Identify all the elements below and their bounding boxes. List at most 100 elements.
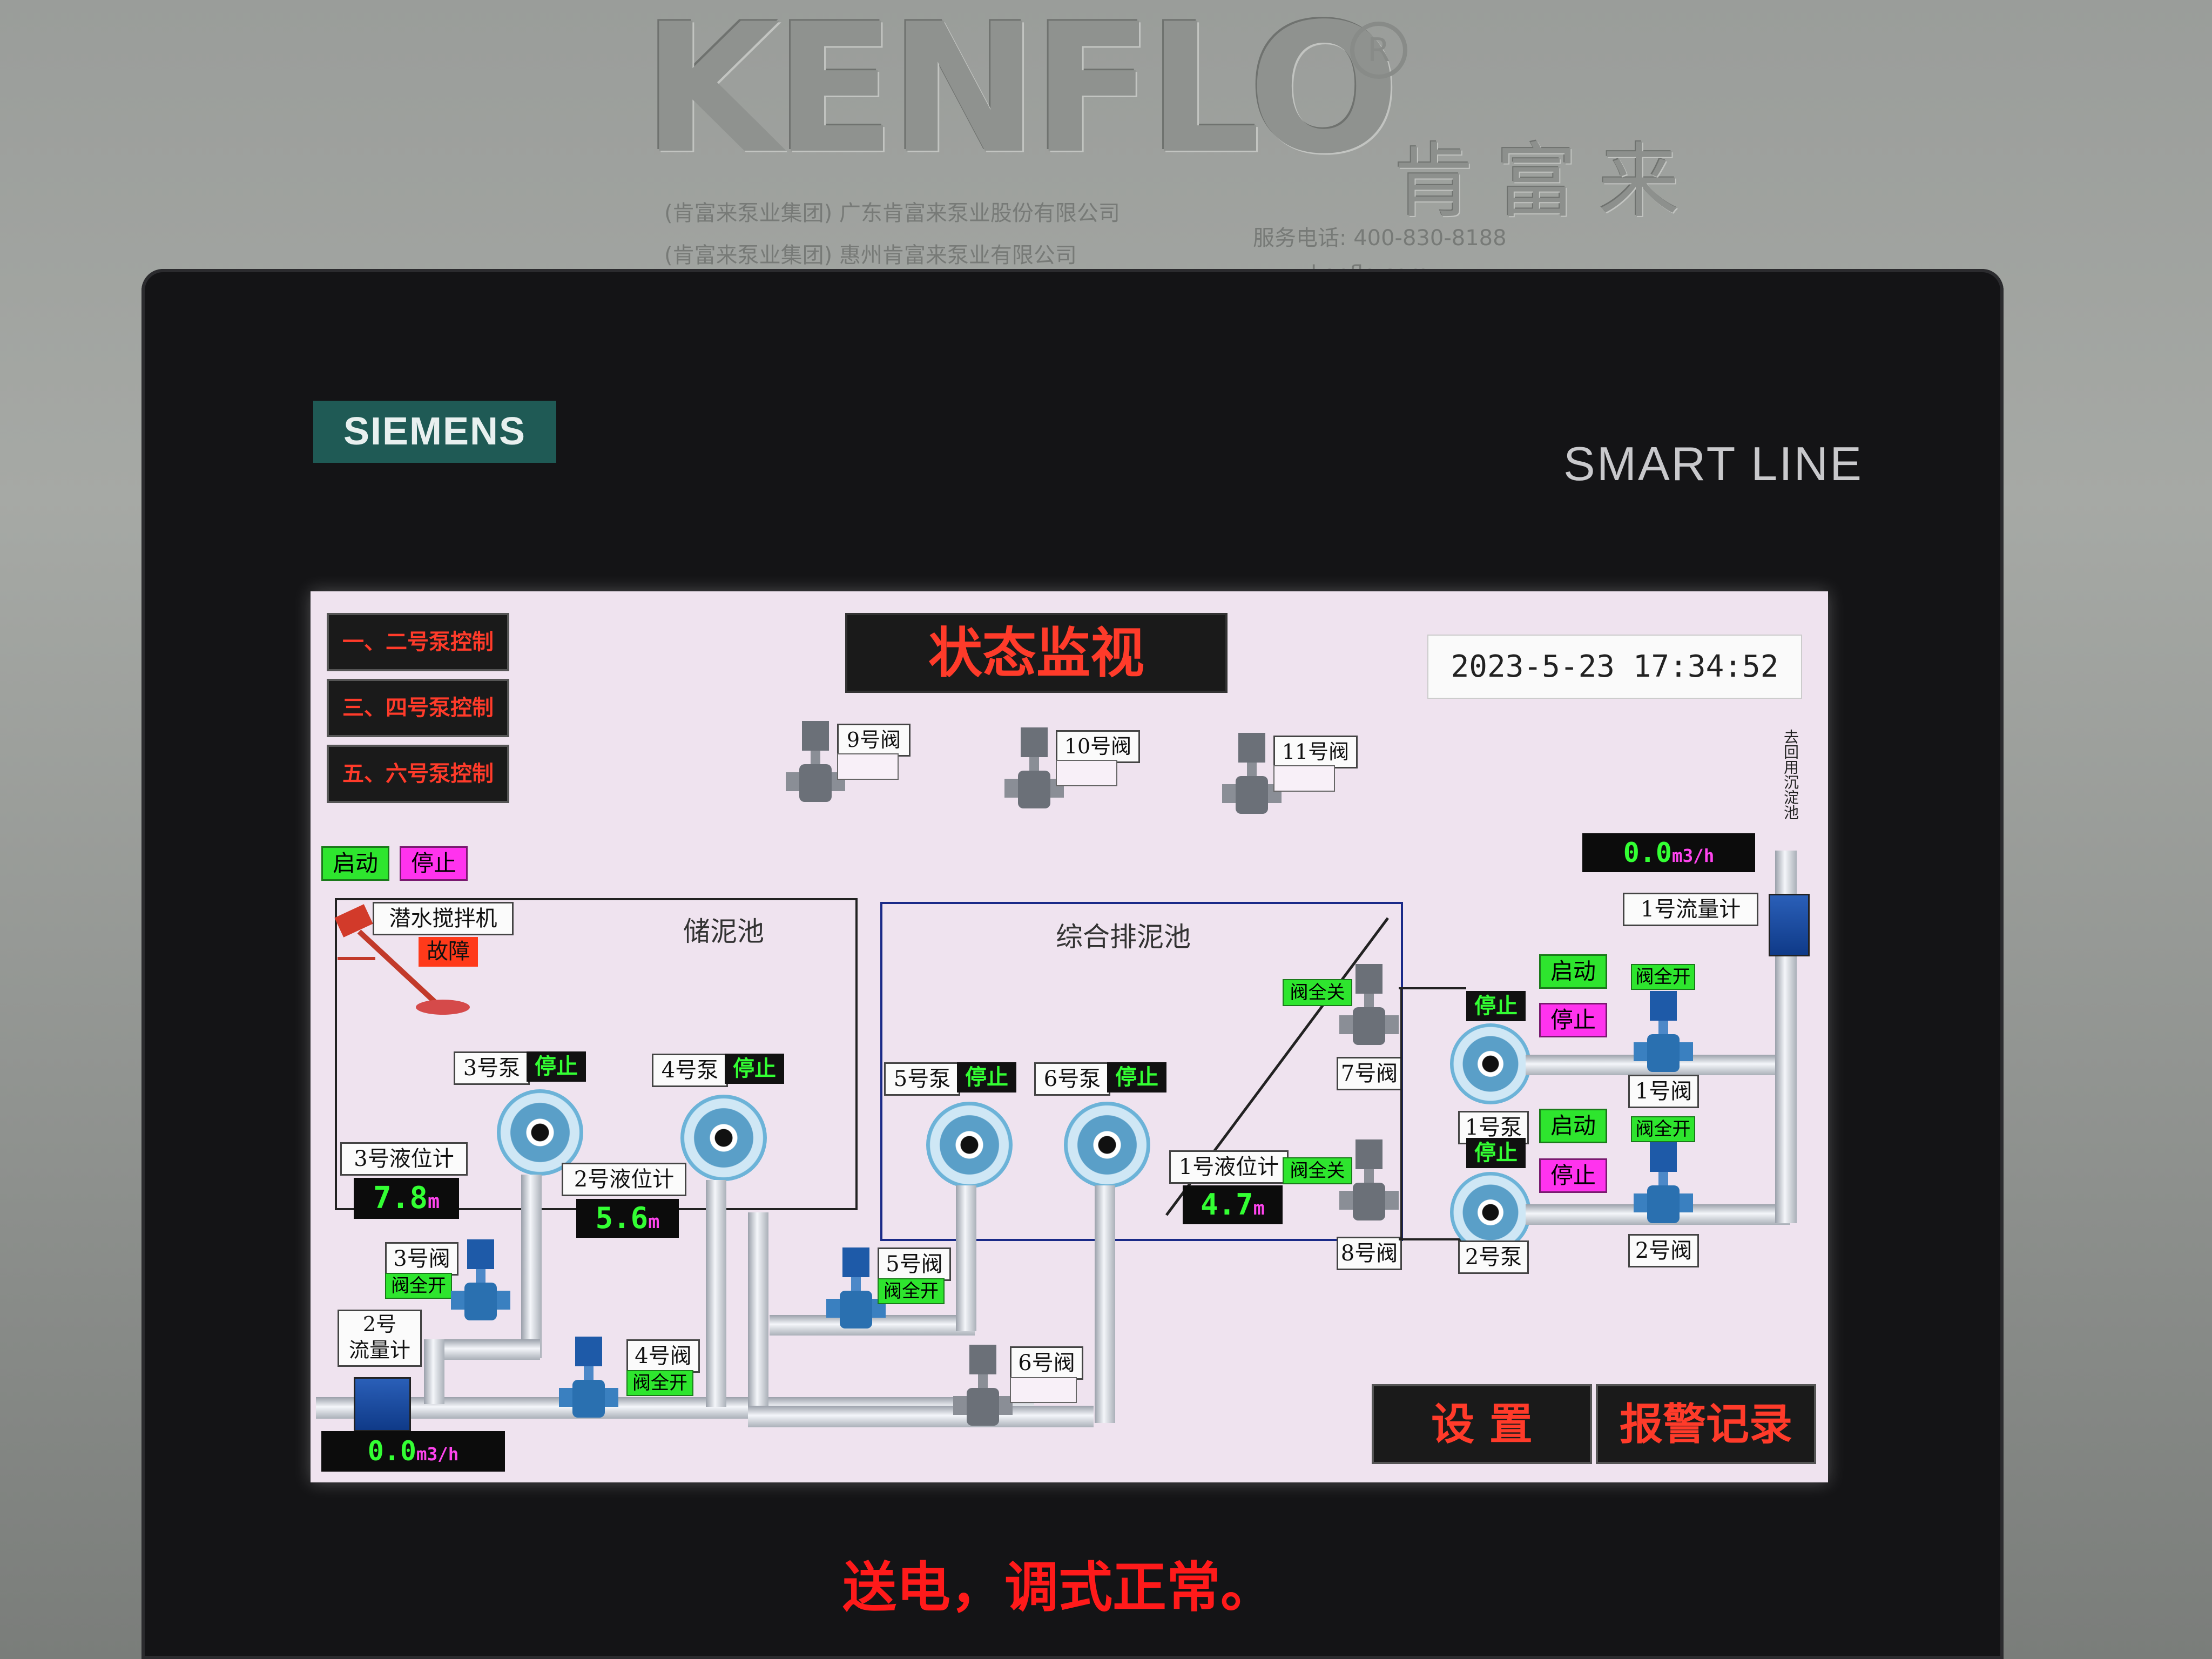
- flow-1-value: 0.0: [1623, 837, 1673, 868]
- level-3-unit: m: [428, 1190, 440, 1213]
- valve-3-label: 3号阀: [385, 1242, 458, 1276]
- flow-2-unit: m3/h: [416, 1444, 459, 1465]
- plate-company-line-1: (肯富来泵业集团) 广东肯富来泵业股份有限公司: [664, 201, 1120, 226]
- pipe-flow-2: [424, 1339, 444, 1404]
- pump-4-label: 4号泵: [652, 1054, 728, 1087]
- siemens-logo: SIEMENS: [313, 401, 556, 463]
- outlet-label: 去回用沉淀池: [1782, 729, 1799, 820]
- level-3-value: 7.8: [373, 1181, 428, 1216]
- page-title: 状态监视: [845, 613, 1228, 693]
- valve-10-label: 10号阀: [1056, 730, 1140, 763]
- flow-meter-1-icon: [1769, 894, 1810, 956]
- pump-2-start-button[interactable]: 启动: [1539, 1109, 1607, 1143]
- valve-9-icon[interactable]: [786, 721, 845, 807]
- alarm-log-button[interactable]: 报警记录: [1596, 1384, 1816, 1464]
- valve-6-label: 6号阀: [1010, 1346, 1083, 1380]
- mixer-stop-button[interactable]: 停止: [400, 846, 468, 881]
- level-2-readout: 5.6m: [576, 1199, 679, 1238]
- pump-2-icon[interactable]: [1450, 1172, 1531, 1253]
- pump-1-icon[interactable]: [1450, 1023, 1531, 1104]
- level-2-label: 2号液位计: [562, 1163, 686, 1196]
- pump-2-stop-button[interactable]: 停止: [1539, 1158, 1607, 1193]
- valve-11-status-box: [1273, 765, 1335, 792]
- mixer-start-button[interactable]: 启动: [321, 846, 389, 881]
- storage-tank-label: 储泥池: [683, 916, 764, 947]
- valve-4-icon[interactable]: [559, 1337, 618, 1423]
- pipe-pump-3: [521, 1175, 542, 1358]
- nav-pump-3-4-control[interactable]: 三、四号泵控制: [327, 679, 509, 737]
- valve-7-label: 7号阀: [1337, 1057, 1402, 1090]
- valve-1-state: 阀全开: [1631, 964, 1695, 990]
- valve-8-state: 阀全关: [1283, 1157, 1352, 1184]
- pump-3-icon[interactable]: [497, 1089, 583, 1176]
- valve-5-label: 5号阀: [878, 1247, 951, 1281]
- nav-pump-5-6-control[interactable]: 五、六号泵控制: [327, 745, 509, 803]
- valve-2-label: 2号阀: [1628, 1234, 1699, 1267]
- nav-pump-1-2-control[interactable]: 一、二号泵控制: [327, 613, 509, 671]
- pump-6-icon[interactable]: [1064, 1102, 1150, 1188]
- mixer-icon[interactable]: [327, 899, 473, 1023]
- pump-2-label: 2号泵: [1458, 1240, 1529, 1274]
- smart-line-label: SMART LINE: [1563, 437, 1863, 490]
- pipe-pump-6: [1095, 1185, 1115, 1423]
- flow-1-unit: m3/h: [1672, 846, 1715, 866]
- pump-1-start-button[interactable]: 启动: [1539, 954, 1607, 989]
- valve-1-icon[interactable]: [1634, 991, 1693, 1077]
- datetime-display: 2023-5-23 17:34:52: [1427, 635, 1802, 699]
- plate-hotline: 服务电话: 400-830-8188: [1253, 226, 1507, 251]
- level-1-label: 1号液位计: [1169, 1150, 1289, 1184]
- valve-8-label: 8号阀: [1337, 1237, 1402, 1270]
- valve-10-status-box: [1056, 760, 1117, 786]
- pipe-pump-4: [706, 1180, 726, 1407]
- valve-11-label: 11号阀: [1273, 736, 1358, 768]
- valve-11-icon[interactable]: [1222, 733, 1282, 819]
- valve-9-status-box: [837, 753, 899, 780]
- flow-2-label: 2号 流量计: [338, 1310, 422, 1367]
- valve-2-icon[interactable]: [1634, 1142, 1693, 1229]
- mixer-label: 潜水搅拌机: [373, 902, 514, 935]
- valve-3-state: 阀全开: [385, 1273, 452, 1299]
- pipe-bottom: [748, 1406, 1094, 1427]
- valve-10-icon[interactable]: [1004, 727, 1064, 814]
- level-2-value: 5.6: [595, 1201, 649, 1235]
- pump-5-label: 5号泵: [884, 1062, 960, 1096]
- level-1-unit: m: [1253, 1197, 1265, 1219]
- valve-4-state: 阀全开: [626, 1370, 693, 1396]
- pump-3-label: 3号泵: [454, 1051, 530, 1085]
- registered-mark: R: [1350, 22, 1407, 79]
- valve-9-label: 9号阀: [837, 724, 911, 757]
- hmi-screen: 一、二号泵控制 三、四号泵控制 五、六号泵控制 状态监视 2023-5-23 1…: [311, 591, 1828, 1482]
- level-1-readout: 4.7m: [1183, 1185, 1283, 1224]
- flow-2-value: 0.0: [367, 1435, 417, 1467]
- mixer-fault-status: 故障: [419, 937, 478, 967]
- combined-tank-label: 综合排泥池: [1056, 921, 1191, 953]
- settings-button[interactable]: 设 置: [1372, 1384, 1592, 1464]
- pump-2-state: 停止: [1466, 1138, 1526, 1168]
- flow-2-readout: 0.0m3/h: [321, 1431, 505, 1472]
- valve-6-icon[interactable]: [953, 1345, 1013, 1431]
- pipe-valve-3: [432, 1339, 540, 1360]
- pump-1-stop-button[interactable]: 停止: [1539, 1003, 1607, 1037]
- pump-4-icon[interactable]: [680, 1095, 767, 1181]
- level-3-readout: 7.8m: [354, 1178, 459, 1219]
- pipe-pump-5: [956, 1185, 976, 1331]
- pump-4-state: 停止: [725, 1054, 784, 1084]
- valve-3-icon[interactable]: [451, 1239, 510, 1326]
- flow-1-readout: 0.0m3/h: [1582, 833, 1755, 872]
- valve-6-status-box: [1010, 1377, 1077, 1403]
- photo-caption: 送电，调式正常。: [842, 1556, 1274, 1619]
- valve-7-icon[interactable]: [1339, 964, 1399, 1050]
- pump-5-icon[interactable]: [926, 1102, 1013, 1188]
- pipe-return: [748, 1212, 768, 1407]
- valve-5-icon[interactable]: [826, 1247, 886, 1334]
- valve-4-label: 4号阀: [626, 1339, 700, 1373]
- plate-company-line-2: (肯富来泵业集团) 惠州肯富来泵业有限公司: [664, 243, 1077, 268]
- level-1-value: 4.7: [1201, 1188, 1253, 1222]
- valve-2-state: 阀全开: [1631, 1116, 1695, 1142]
- flow-1-label: 1号流量计: [1623, 893, 1758, 926]
- flow-meter-2-icon: [354, 1377, 411, 1432]
- valve-8-icon[interactable]: [1339, 1139, 1399, 1226]
- valve-7-state: 阀全关: [1283, 979, 1352, 1006]
- pump-1-state: 停止: [1466, 991, 1526, 1021]
- level-2-unit: m: [648, 1211, 660, 1233]
